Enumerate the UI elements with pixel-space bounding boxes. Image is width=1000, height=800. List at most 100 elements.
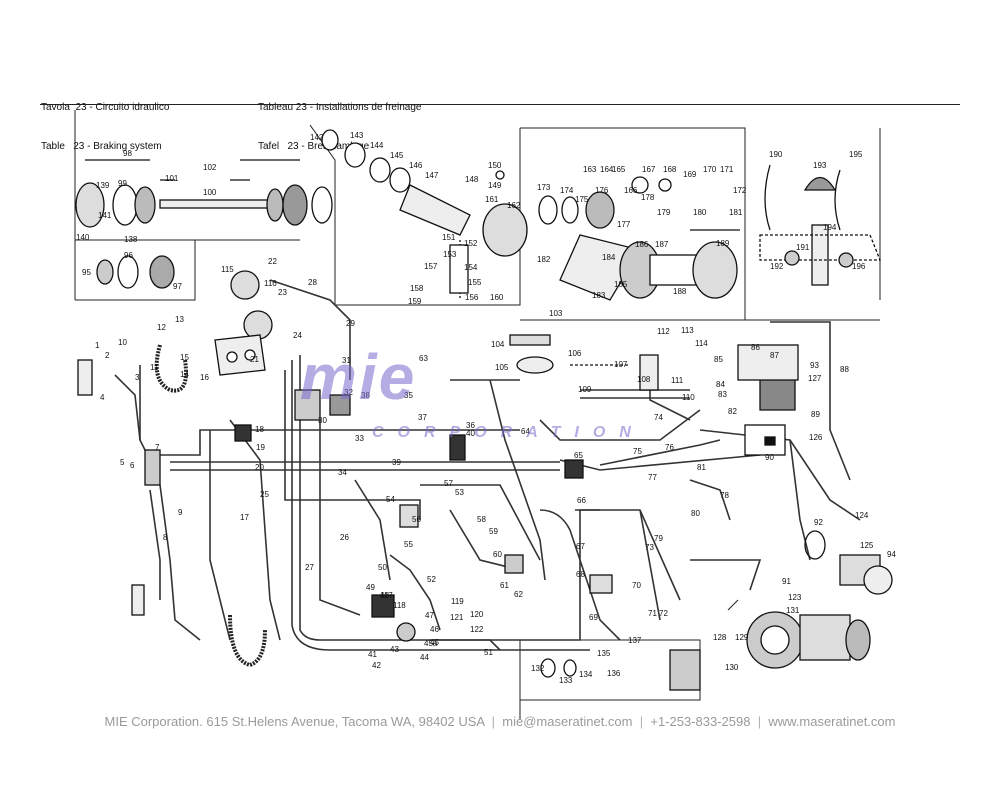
part-callout-69: 69 [589, 613, 598, 622]
part-callout-131: 131 [786, 606, 800, 615]
part-callout-3: 3 [135, 373, 140, 382]
part-callout-64: 64 [521, 427, 530, 436]
part-callout-128: 128 [713, 633, 727, 642]
part-callout-114: 114 [695, 339, 708, 348]
part-callout-190: 190 [769, 150, 783, 159]
part-callout-120: 120 [470, 610, 484, 619]
part-callout-59: 59 [489, 527, 498, 536]
part-callout-121: 121 [450, 613, 464, 622]
part-callout-104: 104 [491, 340, 505, 349]
part-callout-109: 109 [578, 385, 592, 394]
part-callout-1: 1 [95, 341, 100, 350]
part-callout-83: 83 [718, 390, 727, 399]
part-callout-34: 34 [338, 468, 347, 477]
part-callout-68: 68 [576, 570, 585, 579]
part-callout-192: 192 [770, 262, 784, 271]
part-callout-70: 70 [632, 581, 641, 590]
part-callout-35: 35 [404, 391, 413, 400]
part-callout-27: 27 [305, 563, 314, 572]
part-callout-95: 95 [82, 268, 91, 277]
part-callout-20: 20 [255, 463, 264, 472]
hose-front-left [154, 344, 188, 393]
title-english: Table 23 - Braking system [41, 141, 162, 152]
part-callout-169: 169 [683, 170, 697, 179]
footer-address: MIE Corporation. 615 St.Helens Avenue, T… [104, 714, 485, 729]
part-callout-170: 170 [703, 165, 717, 174]
part-callout-146: 146 [409, 161, 423, 170]
part-callout-182: 182 [537, 255, 551, 264]
part-callout-98: 98 [123, 149, 132, 158]
part-callout-151: 151 [442, 233, 456, 242]
part-callout-61: 61 [500, 581, 509, 590]
part-callout-129: 129 [735, 633, 749, 642]
part-callout-8: 8 [163, 533, 168, 542]
header-left: Tavola 23 - Circuito idraulico Table 23 … [41, 75, 169, 166]
part-callout-196: 196 [852, 262, 866, 271]
part-callout-13: 13 [175, 315, 184, 324]
footer-separator: | [639, 714, 644, 729]
part-callout-90: 90 [765, 453, 774, 462]
part-callout-11: 11 [150, 363, 159, 372]
header-right: Tableau 23 - Installations de freinage T… [258, 75, 421, 166]
part-callout-194: 194 [823, 223, 837, 232]
part-callout-91: 91 [782, 577, 791, 586]
part-callout-67: 67 [576, 542, 585, 551]
part-callout-145: 145 [390, 151, 404, 160]
part-callout-22: 22 [268, 257, 277, 266]
part-callout-45: 45 [430, 638, 439, 647]
part-callout-115: 115 [221, 265, 234, 274]
part-callout-42: 42 [372, 661, 381, 670]
part-callout-136: 136 [607, 669, 621, 678]
part-callout-195: 195 [849, 150, 863, 159]
part-callout-52: 52 [427, 575, 436, 584]
part-callout-25: 25 [260, 490, 269, 499]
part-callout-94: 94 [887, 550, 896, 559]
part-callout-137: 137 [628, 636, 642, 645]
part-callout-81: 81 [697, 463, 706, 472]
part-callout-63: 63 [419, 354, 428, 363]
part-callout-99: 99 [118, 179, 127, 188]
part-callout-112: 112 [657, 327, 670, 336]
footer-phone: +1-253-833-2598 [650, 714, 751, 729]
part-callout-2: 2 [105, 351, 110, 360]
part-callout-118: 118 [393, 601, 406, 610]
footer-email[interactable]: mie@maseratinet.com [502, 714, 633, 729]
part-callout-85: 85 [714, 355, 723, 364]
part-callout-177: 177 [617, 220, 631, 229]
part-callout-9: 9 [178, 508, 183, 517]
part-callout-187: 187 [655, 240, 669, 249]
part-callout-122: 122 [470, 625, 484, 634]
part-callout-76: 76 [665, 443, 674, 452]
part-callout-167: 167 [642, 165, 656, 174]
part-callout-47: 47 [425, 611, 434, 620]
part-callout-111: 111 [671, 376, 684, 385]
part-callout-189: 189 [716, 239, 730, 248]
part-callout-135: 135 [597, 649, 611, 658]
part-callout-176: 176 [595, 186, 609, 195]
part-callout-186: 186 [635, 240, 649, 249]
part-callout-139: 139 [96, 181, 110, 190]
part-callout-140: 140 [76, 233, 90, 242]
part-callout-184: 184 [602, 253, 616, 262]
part-callout-54: 54 [386, 495, 395, 504]
part-callout-149: 149 [488, 181, 502, 190]
part-callout-41: 41 [368, 650, 377, 659]
part-callout-60: 60 [493, 550, 502, 559]
part-callout-46: 46 [430, 625, 439, 634]
part-callout-141: 141 [98, 211, 112, 220]
part-callout-82: 82 [728, 407, 737, 416]
part-callout-130: 130 [725, 663, 739, 672]
footer-website[interactable]: www.maseratinet.com [768, 714, 896, 729]
part-callout-132: 132 [531, 664, 545, 673]
part-callout-78: 78 [720, 491, 729, 500]
part-callout-127: 127 [808, 374, 822, 383]
part-callout-18: 18 [255, 425, 264, 434]
part-callout-100: 100 [203, 188, 217, 197]
part-callout-30: 30 [318, 416, 327, 425]
part-callout-29: 29 [346, 319, 355, 328]
part-callout-45a: 45a [424, 639, 438, 648]
part-callout-92: 92 [814, 518, 823, 527]
part-callout-39: 39 [392, 458, 401, 467]
part-callout-79: 79 [654, 534, 663, 543]
title-german: Tafel 23 - Bremsamlage [258, 141, 370, 152]
